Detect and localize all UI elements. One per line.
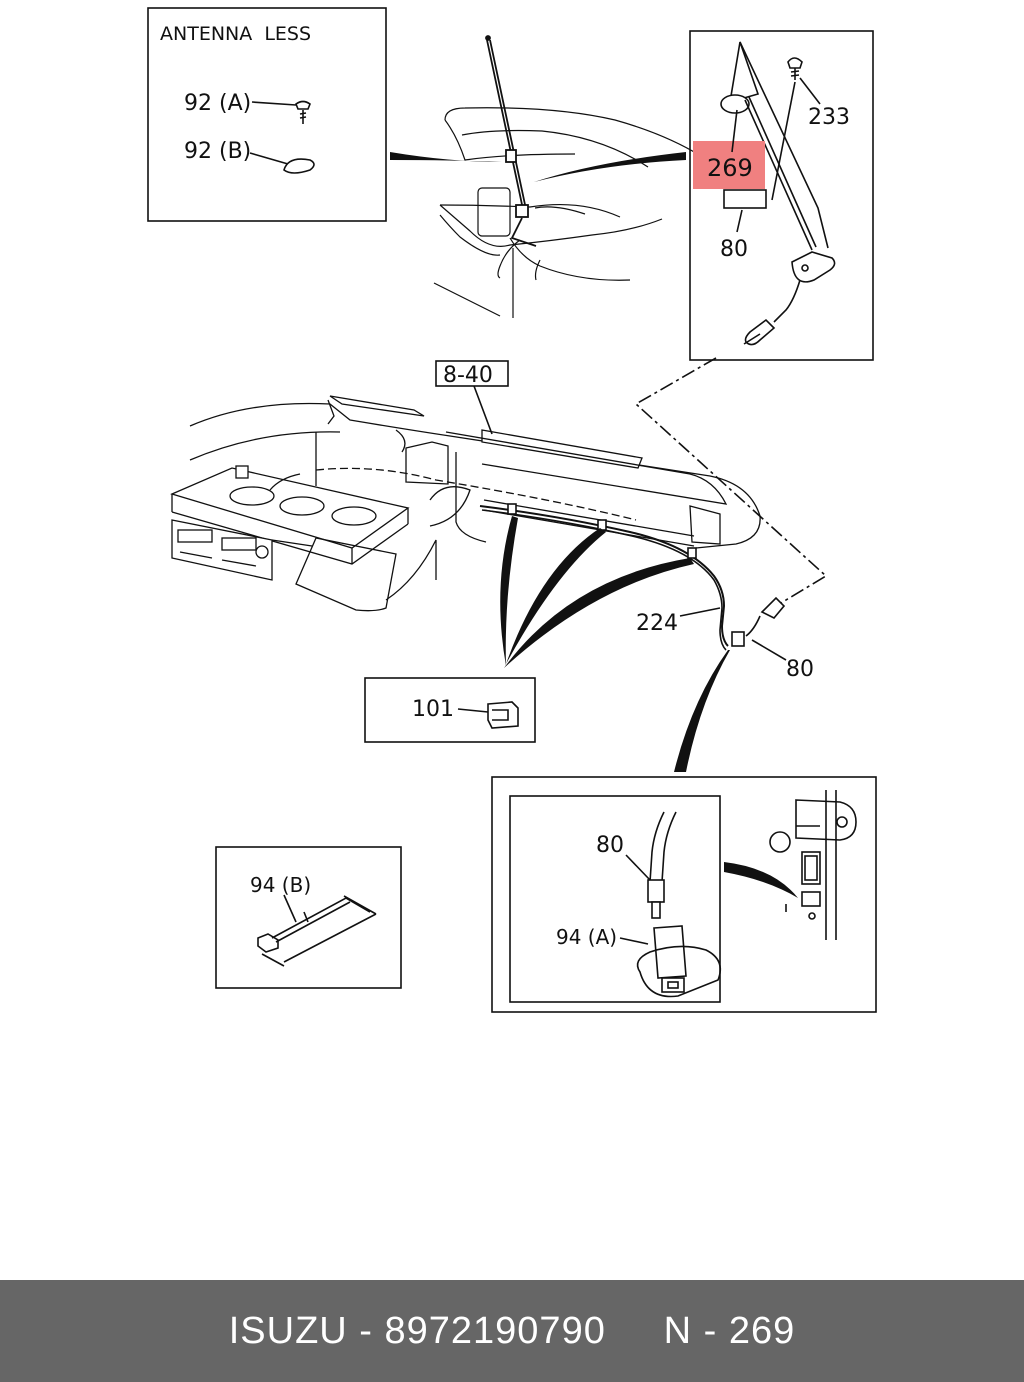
antenna-detail-box: [689, 30, 874, 361]
label-224: 224: [636, 611, 678, 636]
leader-swoosh-clip-1: [500, 516, 518, 666]
ref-8-40-box: [435, 360, 509, 387]
label-8-40: 8-40: [443, 363, 493, 388]
leader-swoosh-door: [724, 862, 798, 898]
screw-92a-icon: [251, 100, 311, 124]
connector-80-icon: [625, 811, 677, 919]
antenna-cable-224-icon: [479, 503, 787, 661]
label-94a: 94 (A): [556, 925, 617, 949]
footer-part-number: 8972190790: [384, 1309, 606, 1352]
footer-separator: -: [347, 1309, 385, 1352]
label-92a: 92 (A): [184, 91, 251, 116]
car-body-illustration: [433, 107, 702, 318]
dashboard-illustration: [170, 395, 761, 612]
antenna-assembly-icon: [720, 41, 836, 346]
cap-92b-icon: [249, 152, 315, 174]
bolt-233-icon: [771, 57, 821, 201]
label-80-detail: 80: [596, 833, 624, 858]
antenna-less-title: ANTENNA LESS: [160, 23, 311, 45]
leader-swoosh-left: [390, 152, 502, 162]
clip-101-box: [364, 677, 536, 743]
connector-detail-inner-box: [509, 795, 721, 1003]
footer-gap: [606, 1310, 664, 1353]
label-80-right: 80: [786, 657, 814, 682]
leader-line-cable: [634, 357, 828, 607]
label-101: 101: [412, 697, 454, 722]
parts-diagram: ANTENNA LESS 92 (A) 92 (B) 233 269 80 8-…: [147, 7, 877, 1013]
label-269: 269: [707, 154, 753, 182]
antenna-mast-icon: [485, 35, 537, 247]
leader-swoosh-right: [534, 152, 686, 182]
holder-94a-icon: [619, 925, 722, 998]
footer-banner: ISUZU - 8972190790 N - 269: [0, 1280, 1024, 1382]
antenna-less-box: [147, 7, 387, 222]
label-92b: 92 (B): [184, 139, 251, 164]
label-80-top: 80: [720, 237, 748, 262]
footer-ref: N - 269: [663, 1309, 796, 1352]
label-233: 233: [808, 105, 850, 130]
door-jamb-icon: [769, 790, 857, 940]
cable-94b-icon: [257, 894, 377, 967]
connector-detail-outer-box: [491, 776, 877, 1013]
part-269-highlight: [693, 141, 765, 189]
cable-94b-box: [215, 846, 402, 989]
footer-brand: ISUZU: [228, 1309, 348, 1352]
clip-101-icon: [457, 701, 519, 729]
leader-swoosh-connector: [674, 650, 730, 772]
pad-80-icon: [723, 109, 767, 233]
label-94b: 94 (B): [250, 873, 311, 897]
